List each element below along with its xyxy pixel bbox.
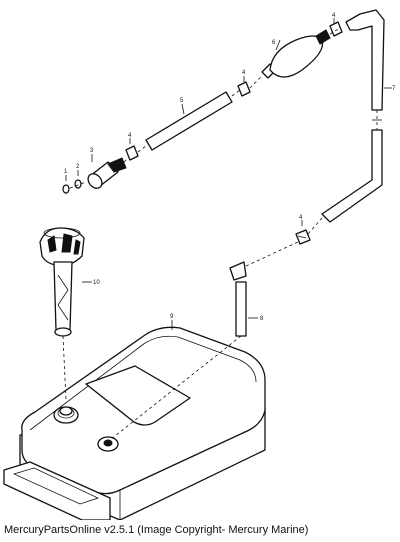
callout-4-top: 4 (332, 13, 336, 19)
fuel-tank (3, 326, 266, 520)
primer-bulb: 6 (249, 27, 341, 89)
hose-clamp: 4 4 4 4 (125, 13, 343, 245)
callout-10: 10 (93, 280, 100, 286)
callout-3: 3 (90, 148, 94, 154)
callout-4-left: 4 (128, 133, 132, 139)
fuel-cap-gauge: 10 (39, 227, 100, 401)
callout-9: 9 (170, 314, 174, 320)
fuel-line: 5 (137, 89, 241, 153)
callout-6: 6 (272, 40, 276, 46)
image-caption: MercuryPartsOnline v2.5.1 (Image Copyrig… (4, 524, 309, 536)
fuel-connector-assembly: 3 2 1 (62, 148, 129, 194)
tank-callout: 9 (170, 314, 174, 330)
callout-8: 8 (260, 316, 264, 322)
fuel-tank-exploded-diagram: 10 8 7 4 4 4 4 (3, 9, 396, 520)
pickup-tube: 8 (109, 241, 299, 441)
callout-7: 7 (392, 86, 396, 92)
callout-5: 5 (180, 98, 184, 104)
callout-1: 1 (64, 169, 68, 175)
callout-4-mid: 4 (242, 70, 246, 76)
callout-4-lower: 4 (299, 215, 303, 221)
fuel-hose: 7 (307, 9, 396, 235)
callout-2: 2 (76, 164, 80, 170)
